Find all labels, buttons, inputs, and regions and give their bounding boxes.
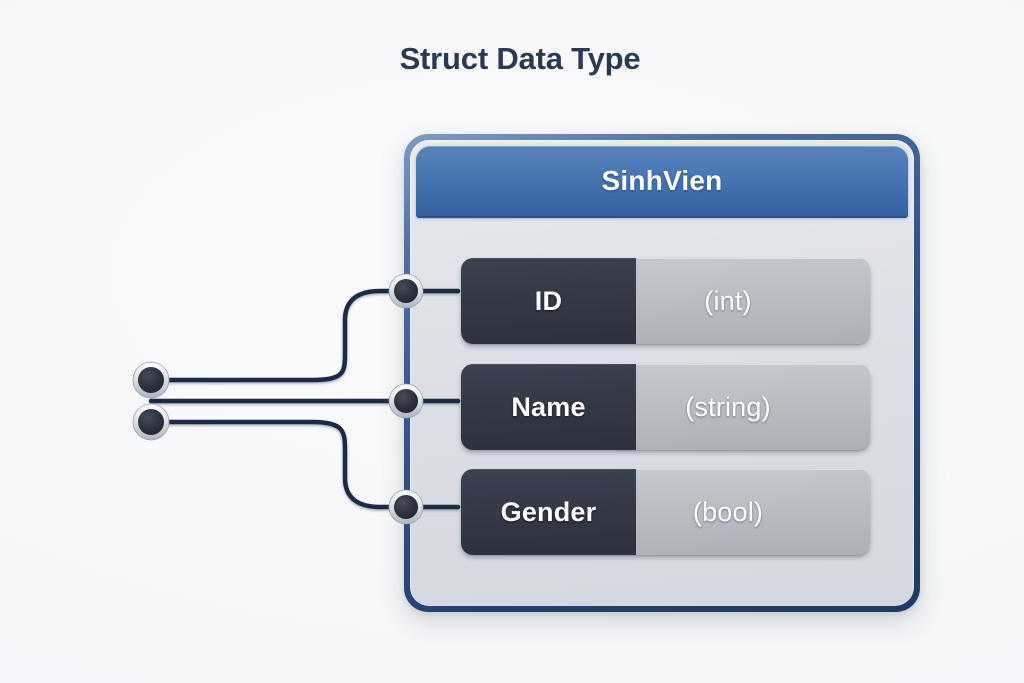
field-name-cell-gender: Gender <box>461 469 636 555</box>
field-type-cell-name: (string) <box>636 364 870 450</box>
source-node-upper[interactable] <box>132 361 170 399</box>
field-row-gender[interactable]: Gender (bool) <box>461 469 870 555</box>
page-title: Struct Data Type <box>399 41 641 76</box>
field-name-cell-name: Name <box>461 364 636 450</box>
field-name-label-name: Name <box>511 391 586 422</box>
field-type-label-id: (int) <box>704 285 752 316</box>
field-name-cell-id: ID <box>461 258 636 344</box>
struct-card: SinhVien ID (int) Name (string) <box>404 134 920 612</box>
field-type-cell-gender: (bool) <box>636 469 870 555</box>
source-node-lower[interactable] <box>132 403 170 441</box>
field-type-label-name: (string) <box>685 391 771 422</box>
struct-card-header: SinhVien <box>416 146 908 218</box>
wire-source-upper-to-id <box>148 288 409 383</box>
field-type-label-gender: (bool) <box>692 496 764 527</box>
struct-name-label: SinhVien <box>601 165 723 196</box>
wire-source-lower-to-gender <box>148 419 409 510</box>
connector-nodes <box>132 273 424 525</box>
field-name-label-gender: Gender <box>500 496 597 527</box>
field-row-id[interactable]: ID (int) <box>461 258 870 344</box>
struct-card-body: SinhVien ID (int) Name (string) <box>410 140 914 606</box>
field-row-name[interactable]: Name (string) <box>461 364 870 450</box>
field-type-cell-id: (int) <box>636 258 870 344</box>
field-name-label-id: ID <box>534 285 563 316</box>
